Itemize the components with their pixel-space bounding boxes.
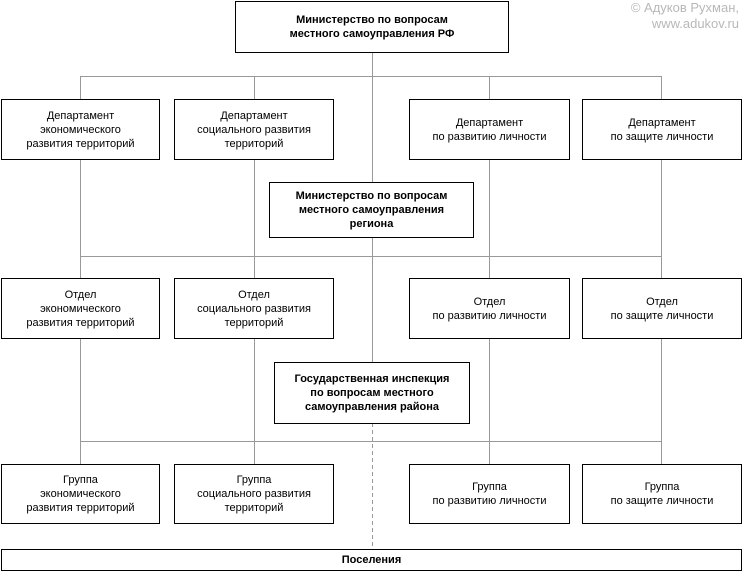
dept-protection-line1: Департамент — [628, 116, 696, 129]
grp-protection-line2: по защите личности — [610, 495, 714, 507]
watermark-line2: www.adukov.ru — [651, 16, 739, 31]
div-protection-line2: по защите личности — [610, 309, 714, 322]
settlements-label: Поселения — [341, 554, 402, 566]
federal-ministry-line1: Министерство по вопросам — [296, 14, 448, 26]
grp-economic-line1: Группа — [63, 474, 98, 486]
watermark: © Адуков Рухман, www.adukov.ru — [631, 0, 739, 32]
grp-social-box: Группа социального развития территорий — [174, 464, 334, 524]
div-social-line1: Отдел — [238, 288, 270, 301]
dept-personal-line1: Департамент — [455, 116, 524, 129]
dept-economic-box: Департамент экономического развития терр… — [1, 99, 160, 160]
regional-ministry-line3: региона — [349, 218, 394, 230]
regional-ministry-line2: местного самоуправления — [298, 204, 445, 216]
div-economic-line2: экономического — [40, 302, 121, 315]
settlements-box: Поселения — [1, 549, 742, 571]
grp-personal-line1: Группа — [472, 481, 507, 493]
div-protection-line1: Отдел — [646, 295, 678, 308]
federal-ministry-box: Министерство по вопросам местного самоуп… — [235, 1, 509, 53]
div-personal-line1: Отдел — [473, 295, 506, 308]
grp-personal-box: Группа по развитию личности — [409, 464, 570, 524]
div-social-line2: социального развития — [197, 302, 311, 315]
div-social-line3: территорий — [224, 316, 284, 329]
div-personal-line2: по развитию личности — [432, 309, 547, 322]
dept-social-line2: социального развития — [197, 123, 311, 136]
dept-protection-box: Департамент по защите личности — [582, 99, 742, 160]
grp-social-line1: Группа — [236, 474, 272, 486]
district-inspection-line2: по вопросам местного — [310, 387, 434, 399]
grp-economic-line2: экономического — [40, 488, 121, 500]
grp-protection-box: Группа по защите личности — [582, 464, 742, 524]
div-social-box: Отдел социального развития территорий — [174, 278, 334, 339]
grp-protection-line1: Группа — [644, 481, 680, 493]
div-economic-box: Отдел экономического развития территорий — [1, 278, 160, 339]
div-economic-line1: Отдел — [64, 288, 97, 301]
district-inspection-box: Государственная инспекция по вопросам ме… — [274, 362, 470, 424]
dept-personal-box: Департамент по развитию личности — [409, 99, 570, 160]
dept-personal-line2: по развитию личности — [432, 130, 547, 143]
grp-social-line3: территорий — [224, 502, 284, 514]
dept-social-line1: Департамент — [220, 109, 288, 122]
dept-social-line3: территорий — [224, 137, 284, 150]
district-inspection-line3: самоуправления района — [304, 401, 440, 413]
div-protection-box: Отдел по защите личности — [582, 278, 742, 339]
federal-ministry-line2: местного самоуправления РФ — [289, 28, 455, 40]
dept-social-box: Департамент социального развития террито… — [174, 99, 334, 160]
district-inspection-line1: Государственная инспекция — [294, 373, 450, 385]
div-economic-line3: развития территорий — [26, 316, 135, 329]
dept-economic-line1: Департамент — [46, 109, 115, 122]
dept-economic-line2: экономического — [40, 123, 121, 136]
grp-economic-box: Группа экономического развития территори… — [1, 464, 160, 524]
regional-ministry-line1: Министерство по вопросам — [295, 190, 448, 202]
dept-economic-line3: развития территорий — [26, 137, 135, 150]
watermark-line1: © Адуков Рухман, — [630, 0, 739, 15]
grp-personal-line2: по развитию личности — [432, 495, 547, 507]
regional-ministry-box: Министерство по вопросам местного самоуп… — [269, 182, 474, 238]
dept-protection-line2: по защите личности — [610, 130, 714, 143]
grp-social-line2: социального развития — [197, 488, 311, 500]
div-personal-box: Отдел по развитию личности — [409, 278, 570, 339]
grp-economic-line3: развития территорий — [26, 502, 135, 514]
